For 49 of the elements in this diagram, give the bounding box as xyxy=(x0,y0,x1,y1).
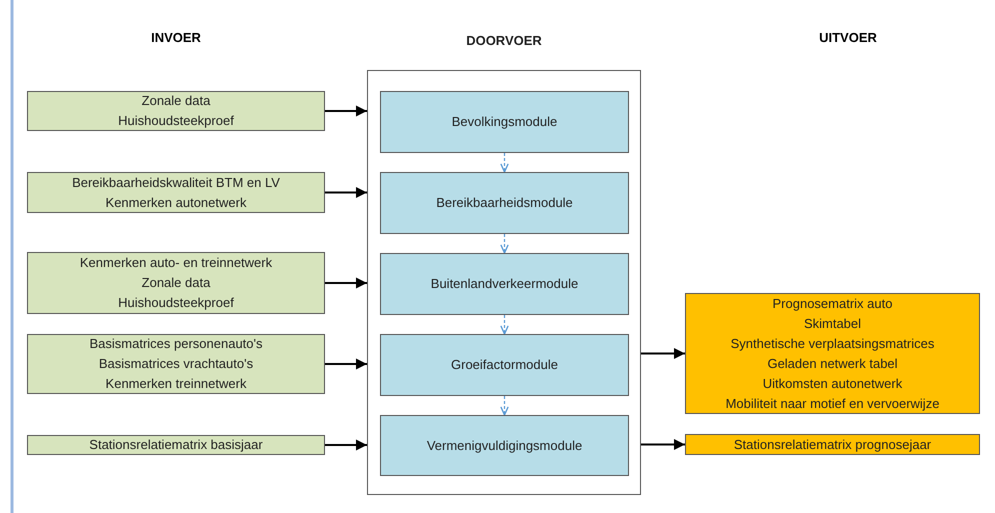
arrow xyxy=(325,278,367,288)
input-box xyxy=(27,334,325,394)
data-item: Geladen netwerk tabel xyxy=(767,354,898,372)
arrow xyxy=(325,187,367,198)
data-item: Stationsrelatiematrix basisjaar xyxy=(89,436,263,454)
column-heading: INVOER xyxy=(150,30,202,45)
data-item: Kenmerken auto- en treinnetwerk xyxy=(80,254,272,272)
module-name: Buitenlandverkeermodule xyxy=(430,275,578,293)
data-item: Zonale data xyxy=(142,274,210,292)
data-item: Basismatrices personenauto's xyxy=(89,335,262,353)
module-name: Vermenigvuldigingsmodule xyxy=(426,436,582,455)
arrow xyxy=(325,440,367,450)
data-item: Huishoudsteekproef xyxy=(118,112,234,130)
data-item: Mobiliteit naar motief en vervoerwijze xyxy=(726,394,940,413)
input-box xyxy=(27,435,325,455)
data-item: Zonale data xyxy=(142,92,210,110)
data-item: Synthetische verplaatsingsmatrices xyxy=(730,334,934,353)
arrow xyxy=(325,106,367,116)
module-box xyxy=(380,334,629,396)
output-box xyxy=(685,434,980,455)
column-heading: DOORVOER xyxy=(465,32,543,50)
output-box xyxy=(685,293,980,414)
input-box xyxy=(27,91,325,131)
module-box xyxy=(380,415,629,476)
data-item: Kenmerken treinnetwerk xyxy=(106,375,246,393)
data-item: Stationsrelatiematrix prognosejaar xyxy=(734,436,932,454)
data-item: Kenmerken autonetwerk xyxy=(106,194,246,212)
module-box xyxy=(380,253,629,315)
module-name: Bereikbaarheidsmodule xyxy=(436,194,573,212)
module-box xyxy=(380,91,629,153)
data-item: Basismatrices vrachtauto's xyxy=(98,355,254,373)
arrow xyxy=(641,439,685,450)
arrow xyxy=(641,348,685,359)
data-item: Huishoudsteekproef xyxy=(118,294,234,312)
arrow xyxy=(500,234,509,254)
arrow xyxy=(500,153,509,173)
module-name: Groeifactormodule xyxy=(451,356,558,374)
input-box xyxy=(27,172,325,213)
arrow xyxy=(325,358,367,370)
arrow xyxy=(500,315,509,335)
column-heading: UITVOER xyxy=(818,30,878,45)
data-item: Prognosematrix auto xyxy=(772,294,892,313)
data-item: Uitkomsten autonetwerk xyxy=(762,374,902,392)
arrow xyxy=(500,396,509,416)
module-name: Bevolkingsmodule xyxy=(452,113,558,131)
input-box xyxy=(27,252,325,314)
module-box xyxy=(380,172,629,234)
data-item: Bereikbaarheidskwaliteit BTM en LV xyxy=(72,174,280,192)
data-item: Skimtabel xyxy=(804,314,862,332)
